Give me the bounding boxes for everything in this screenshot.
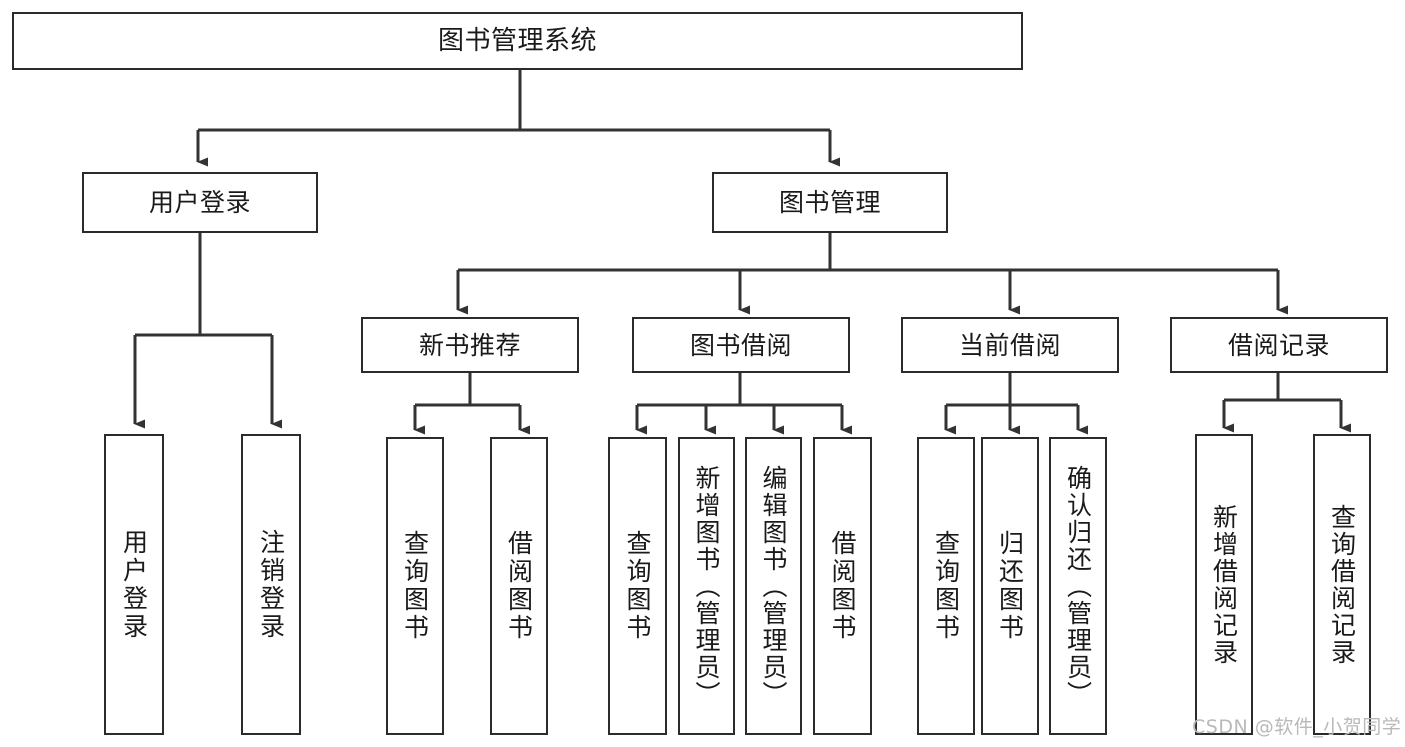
- node-label: 用户登录: [148, 188, 251, 217]
- node-root-book-management-system[interactable]: 图书管理系统: [12, 12, 1023, 70]
- node-label: 查询借阅记录: [1327, 503, 1357, 666]
- node-label: 注销登录: [256, 528, 286, 641]
- leaf-logout-login[interactable]: 注销登录: [241, 434, 301, 735]
- node-borrowing-records[interactable]: 借阅记录: [1170, 317, 1388, 373]
- node-label: 图书借阅: [689, 330, 792, 360]
- node-label: 归还图书: [995, 530, 1025, 642]
- node-current-borrowing[interactable]: 当前借阅: [901, 317, 1119, 373]
- node-label: 借阅记录: [1227, 330, 1330, 360]
- node-label: 查询图书: [931, 530, 961, 642]
- leaf-edit-book-admin[interactable]: 编辑图书（管理员）: [745, 437, 802, 735]
- node-label: 借阅图书: [504, 530, 534, 642]
- node-book-management[interactable]: 图书管理: [712, 172, 948, 233]
- node-label: 借阅图书: [828, 530, 857, 642]
- leaf-confirm-return-admin[interactable]: 确认归还（管理员）: [1049, 437, 1107, 735]
- node-label: 新书推荐: [418, 330, 521, 360]
- leaf-query-borrowing-record[interactable]: 查询借阅记录: [1313, 434, 1371, 735]
- node-label: 当前借阅: [958, 330, 1061, 360]
- leaf-borrow-book-from-borrowing[interactable]: 借阅图书: [813, 437, 872, 735]
- leaf-user-login[interactable]: 用户登录: [104, 434, 164, 735]
- node-label: 图书管理系统: [437, 25, 597, 56]
- node-user-login[interactable]: 用户登录: [82, 172, 318, 233]
- node-label: 编辑图书（管理员）: [759, 464, 788, 708]
- leaf-add-book-admin[interactable]: 新增图书（管理员）: [678, 437, 735, 735]
- node-label: 用户登录: [119, 528, 149, 641]
- leaf-return-book[interactable]: 归还图书: [981, 437, 1039, 735]
- node-label: 图书管理: [778, 188, 881, 217]
- node-label: 新增借阅记录: [1209, 503, 1239, 666]
- node-book-borrowing[interactable]: 图书借阅: [632, 317, 850, 373]
- leaf-query-book-from-recommendation[interactable]: 查询图书: [386, 437, 444, 735]
- node-new-book-recommendation[interactable]: 新书推荐: [361, 317, 579, 373]
- node-label: 新增图书（管理员）: [692, 464, 721, 708]
- node-label: 确认归还（管理员）: [1063, 464, 1093, 708]
- leaf-add-borrowing-record[interactable]: 新增借阅记录: [1195, 434, 1253, 735]
- leaf-query-book-from-current[interactable]: 查询图书: [917, 437, 975, 735]
- node-label: 查询图书: [400, 530, 430, 642]
- leaf-borrow-book-from-recommendation[interactable]: 借阅图书: [490, 437, 548, 735]
- leaf-query-book-from-borrowing[interactable]: 查询图书: [608, 437, 667, 735]
- node-label: 查询图书: [623, 530, 652, 642]
